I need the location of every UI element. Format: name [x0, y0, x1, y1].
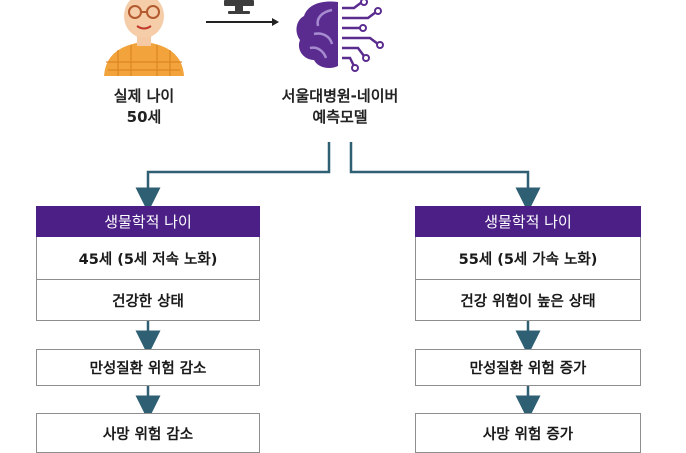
left-death-risk: 사망 위험 감소: [36, 413, 260, 453]
right-chronic-risk: 만성질환 위험 증가: [415, 349, 641, 386]
arrow-right-icon: [272, 18, 279, 26]
monitor-icon: [206, 0, 279, 26]
actual-age-caption: 실제 나이 50세: [84, 86, 204, 128]
right-death-risk: 사망 위험 증가: [415, 413, 641, 453]
model-caption: 서울대병원-네이버 예측모델: [255, 86, 425, 128]
model-name: 서울대병원-네이버: [281, 87, 399, 105]
left-branch-connector: [135, 142, 331, 213]
actual-age-value: 50세: [126, 108, 162, 126]
right-bio-age-value: 55세 (5세 가속 노화): [415, 237, 641, 280]
left-chronic-risk: 만성질환 위험 감소: [36, 349, 260, 386]
flow-connectors: [135, 142, 541, 421]
left-bio-age-value: 45세 (5세 저속 노화): [36, 237, 260, 280]
actual-age-label: 실제 나이: [113, 87, 175, 105]
right-health-status: 건강 위험이 높은 상태: [415, 280, 641, 321]
brain-circuit-icon: [296, 0, 384, 72]
person-avatar-icon: [104, 0, 184, 76]
left-health-status: 건강한 상태: [36, 280, 260, 321]
right-branch-connector: [349, 142, 541, 213]
model-type: 예측모델: [312, 108, 368, 126]
left-bio-age-header: 생물학적 나이: [36, 206, 260, 237]
right-bio-age-header: 생물학적 나이: [415, 206, 641, 237]
